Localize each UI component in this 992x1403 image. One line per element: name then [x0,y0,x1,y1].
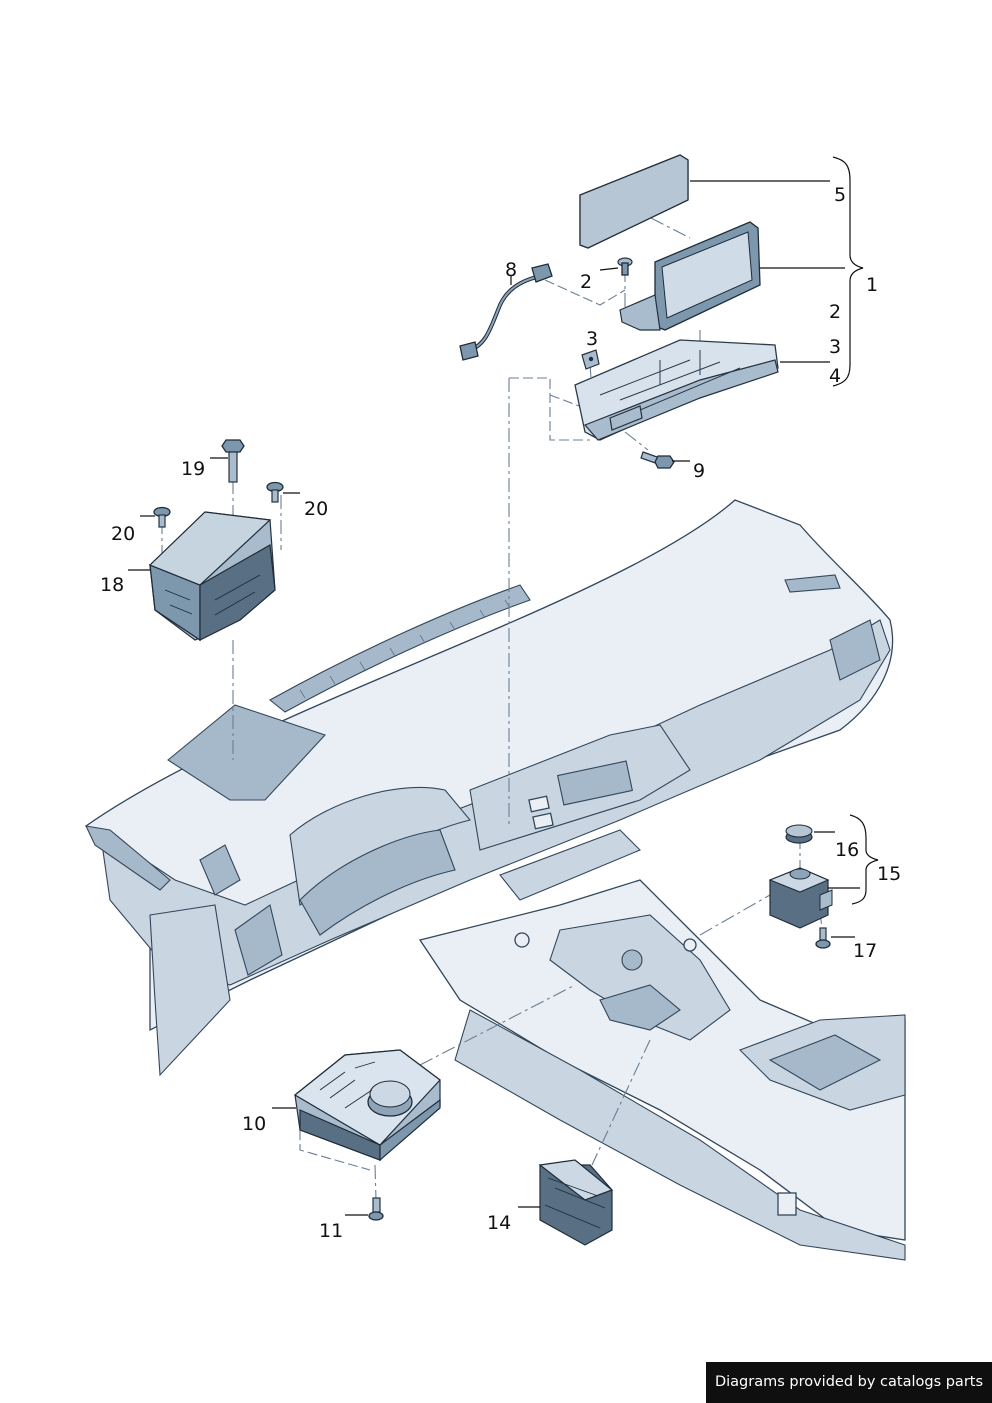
callout-20-right: 20 [304,498,328,520]
callout-16: 16 [835,839,859,861]
part-3-clip [581,349,600,370]
callout-2-screw: 2 [580,271,592,293]
callout-20-left: 20 [111,523,135,545]
callout-3-brace: 3 [829,336,841,358]
part-15-switch-unit [768,867,833,929]
callout-15: 15 [877,863,901,885]
leader-lines [128,156,879,1216]
part-4-bracket [574,339,779,441]
callout-14: 14 [487,1212,511,1234]
part-5-display-glass [579,154,689,249]
guide-lines [161,217,823,1201]
callout-17: 17 [853,940,877,962]
callout-19: 19 [181,458,205,480]
callout-1: 1 [866,274,878,296]
credit-banner: Diagrams provided by catalogs parts [706,1362,992,1403]
callout-5: 5 [834,184,846,206]
callout-10: 10 [242,1113,266,1135]
part-9-bolt [640,451,675,469]
part-16-knob [785,824,813,844]
part-19-bolt [221,439,245,483]
callout-8: 8 [505,259,517,281]
callout-3-clip: 3 [586,328,598,350]
part-1-display-unit [619,221,761,331]
callout-9: 9 [693,460,705,482]
callout-11: 11 [319,1220,343,1242]
dashboard-assembly [85,499,906,1261]
part-17-screw [815,927,831,949]
callout-4: 4 [829,365,841,387]
part-20-screw-left [153,506,171,528]
part-20-screw-right [266,481,284,503]
callout-18: 18 [100,574,124,596]
callout-labels: 5 1 2 3 4 2 3 8 9 19 20 20 18 16 15 17 1… [100,184,901,1242]
part-18-control-module [148,511,276,642]
part-11-screw [368,1197,384,1221]
part-8-cable [459,263,553,361]
part-2-screw [617,257,633,276]
callout-2-brace: 2 [829,301,841,323]
part-10-mmi-controller [293,1049,441,1162]
part-14-switch-block [538,1159,614,1246]
